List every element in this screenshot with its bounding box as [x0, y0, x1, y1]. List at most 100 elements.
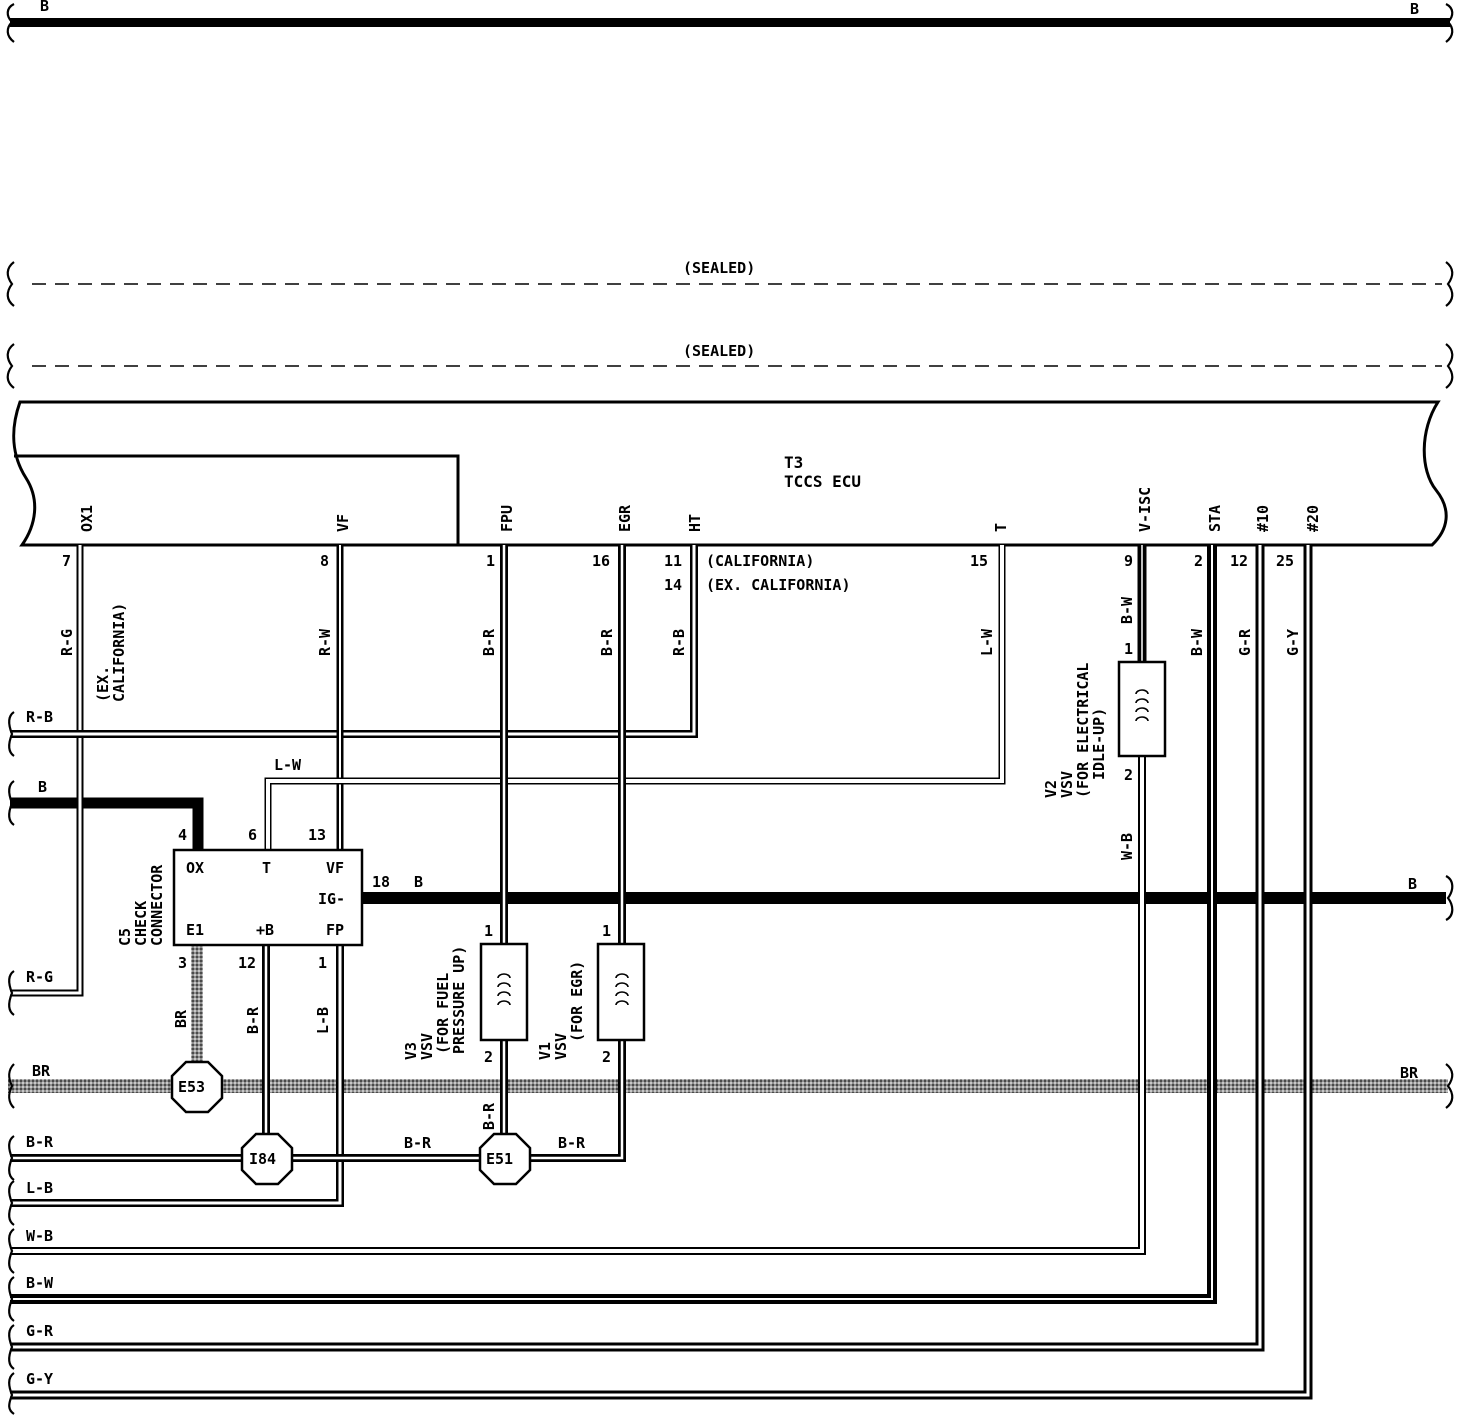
c5-num-pb: 12 [238, 954, 256, 972]
v1-pin-top: 1 [602, 922, 611, 940]
v3-line-2: (FOR FUEL [434, 973, 452, 1054]
wire-label-ox1: R-G [58, 629, 76, 656]
c5-pin-vf: VF [326, 859, 344, 877]
sealed-label-1: (SEALED) [683, 259, 755, 277]
v2-line-2: (FOR ELECTRICAL [1074, 663, 1092, 798]
pin-ox1: 7 [62, 552, 71, 570]
wire-label-c5-fp: L-B [314, 1007, 332, 1034]
pin-ht-excal: 14 [664, 576, 682, 594]
terminal-t: T [992, 523, 1010, 532]
ground-e51: E51 [478, 1132, 532, 1186]
wire-label-ht: R-B [670, 629, 688, 656]
note-ex-california-ox1-1: (EX. [94, 666, 112, 702]
wire-color-labels: R-G R-W B-R B-R R-B L-W B-W W-B B-W G-R … [58, 596, 1302, 1152]
v3-pin-bottom: 2 [484, 1048, 493, 1066]
wire-label-fpu: B-R [480, 628, 498, 656]
wire-n20 [10, 545, 1313, 1400]
c5-ig-wire-color: B [414, 873, 423, 891]
c5-pin-pb: +B [256, 921, 274, 939]
ground-e53: E53 [170, 1060, 224, 1114]
c5-num-ox: 4 [178, 826, 187, 844]
v2-pin-top: 1 [1124, 640, 1133, 658]
left-label-wb: W-B [26, 1227, 53, 1245]
ecu-id: T3 [784, 453, 803, 472]
left-label-b-r: B-R [26, 1133, 54, 1151]
v3-id: V3 [402, 1042, 420, 1060]
left-label-gy: G-Y [26, 1370, 53, 1388]
c5-num-vf: 13 [308, 826, 326, 844]
terminal-sta: STA [1206, 505, 1224, 532]
ground-e51-label: E51 [486, 1150, 513, 1168]
v3-line-3: PRESSURE UP) [450, 946, 468, 1054]
left-label-b: B [38, 778, 47, 796]
wire-t [264, 545, 1006, 850]
ecu-name: TCCS ECU [784, 472, 861, 491]
c5-pin-t: T [262, 859, 271, 877]
wire-label-vf: R-W [316, 628, 334, 656]
wire-label-c5-e1: BR [172, 1009, 190, 1028]
terminal-ox1: OX1 [78, 505, 96, 532]
sealed-line-1: (SEALED) [6, 259, 1454, 307]
v1-id: V1 [536, 1042, 554, 1060]
left-label-br: BR [32, 1062, 51, 1080]
c5-pin-ox: OX [186, 859, 204, 877]
v2-id: V2 [1042, 780, 1060, 798]
note-ex-california: (EX. CALIFORNIA) [706, 576, 851, 594]
ground-e53-label: E53 [178, 1078, 205, 1096]
terminal-egr: EGR [616, 504, 634, 532]
wire-b-ox [10, 797, 204, 850]
left-label-bw: B-W [26, 1274, 54, 1292]
v1-line-1: VSV [552, 1033, 570, 1060]
pin-n20: 25 [1276, 552, 1294, 570]
wire-label-e51-left: B-R [404, 1134, 432, 1152]
c5-pin-fp: FP [326, 921, 344, 939]
pin-t: 15 [970, 552, 988, 570]
wire-label-sta: B-W [1188, 628, 1206, 656]
c5-num-e1: 3 [178, 954, 187, 972]
wire-label-n20: G-Y [1284, 629, 1302, 656]
c5-id: C5 [116, 928, 134, 946]
wire-label-lw-bridge: L-W [274, 756, 302, 774]
top-bus-left-label: B [40, 0, 49, 15]
wiring [8, 545, 1448, 1400]
v1-pin-bottom: 2 [602, 1048, 611, 1066]
junction-i84-label: I84 [249, 1150, 276, 1168]
wire-label-e51-right: B-R [558, 1134, 586, 1152]
tccs-ecu: T3 TCCS ECU [12, 400, 1448, 547]
pin-fpu: 1 [486, 552, 495, 570]
left-label-rg: R-G [26, 968, 53, 986]
c5-name-2: CONNECTOR [148, 864, 166, 946]
wire-label-c5-pb: B-R [244, 1006, 262, 1034]
wire-label-t: L-W [978, 628, 996, 656]
wire-label-visc: B-W [1118, 596, 1136, 624]
c5-num-ig: 18 [372, 873, 390, 891]
note-ex-california-ox1-2: CALIFORNIA) [110, 603, 128, 702]
left-label-lb: L-B [26, 1179, 53, 1197]
c5-pin-ig: IG- [318, 890, 345, 908]
right-label-br: BR [1400, 1064, 1419, 1082]
pin-ht-cal: 11 [664, 552, 682, 570]
v3-line-1: VSV [418, 1033, 436, 1060]
right-label-b: B [1408, 875, 1417, 893]
left-label-gr: G-R [26, 1322, 54, 1340]
terminal-fpu: FPU [498, 505, 516, 532]
left-label-rb: R-B [26, 708, 53, 726]
v3-pin-top: 1 [484, 922, 493, 940]
wire-end-labels: R-B B R-G BR B-R L-B W-B B-W G-R G-Y B B… [26, 708, 1419, 1388]
top-bus-right-label: B [1410, 0, 1419, 18]
br-shield-bus [8, 1079, 1448, 1093]
terminal-visc: V-ISC [1136, 487, 1154, 532]
terminal-n20: #20 [1304, 505, 1322, 532]
pin-egr: 16 [592, 552, 610, 570]
c5-pin-e1: E1 [186, 921, 204, 939]
wire-label-egr: B-R [598, 628, 616, 656]
pin-visc: 9 [1124, 552, 1133, 570]
wire-ox1 [10, 545, 84, 997]
terminal-ht: HT [686, 514, 704, 532]
pin-n10: 12 [1230, 552, 1248, 570]
v2-pin-bottom: 2 [1124, 766, 1133, 784]
wire-label-v3-bottom: B-R [480, 1102, 498, 1130]
br-shield-e1 [191, 945, 203, 1067]
c5-num-fp: 1 [318, 954, 327, 972]
terminal-vf: VF [334, 514, 352, 532]
